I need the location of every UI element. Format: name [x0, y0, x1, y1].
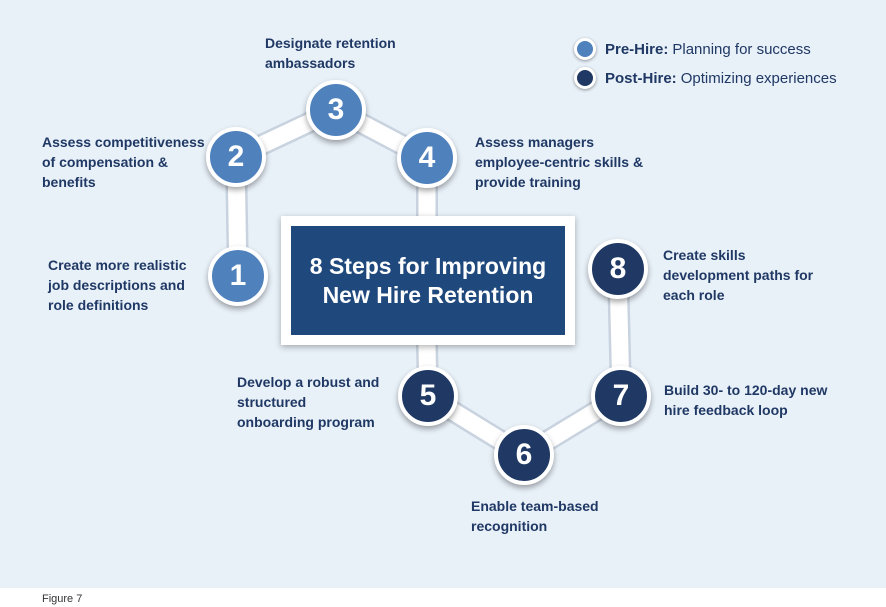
legend-pre-hire-label: Pre-Hire: — [605, 40, 669, 58]
step-3-circle: 3 — [306, 80, 366, 140]
step-8-label: Create skills development paths for each… — [663, 247, 814, 303]
step-2-label: Assess competitiveness of compensation &… — [42, 134, 205, 190]
step-4-label: Assess managers employee-centric skills … — [475, 134, 644, 190]
diagram-canvas: Pre-Hire: Planning for success Post-Hire… — [0, 0, 886, 588]
step-5-label: Develop a robust and structured onboardi… — [237, 374, 380, 430]
diagram-title: 8 Steps for Improving New Hire Retention — [291, 226, 565, 335]
step-1-circle: 1 — [208, 246, 268, 306]
step-8-circle: 8 — [588, 239, 648, 299]
step-7-circle: 7 — [591, 366, 651, 426]
legend-item-pre-hire: Pre-Hire: Planning for success — [574, 38, 811, 60]
step-3-label: Designate retention ambassadors — [265, 35, 396, 71]
step-6-label: Enable team-based recognition — [471, 498, 599, 534]
post-hire-dot-icon — [574, 67, 596, 89]
legend-post-hire-text: Optimizing experiences — [680, 69, 837, 87]
step-7-label: Build 30- to 120-day new hire feedback l… — [664, 382, 828, 418]
title-box: 8 Steps for Improving New Hire Retention — [281, 216, 575, 345]
step-6-circle: 6 — [494, 425, 554, 485]
pre-hire-dot-icon — [574, 38, 596, 60]
figure-caption: Figure 7 — [42, 593, 83, 605]
step-1-label: Create more realistic job descriptions a… — [48, 257, 187, 313]
step-4-circle: 4 — [397, 128, 457, 188]
legend-item-post-hire: Post-Hire: Optimizing experiences — [574, 67, 837, 89]
legend-pre-hire-text: Planning for success — [672, 40, 811, 58]
step-2-circle: 2 — [206, 127, 266, 187]
legend-post-hire-label: Post-Hire: — [605, 69, 677, 87]
step-5-circle: 5 — [398, 366, 458, 426]
